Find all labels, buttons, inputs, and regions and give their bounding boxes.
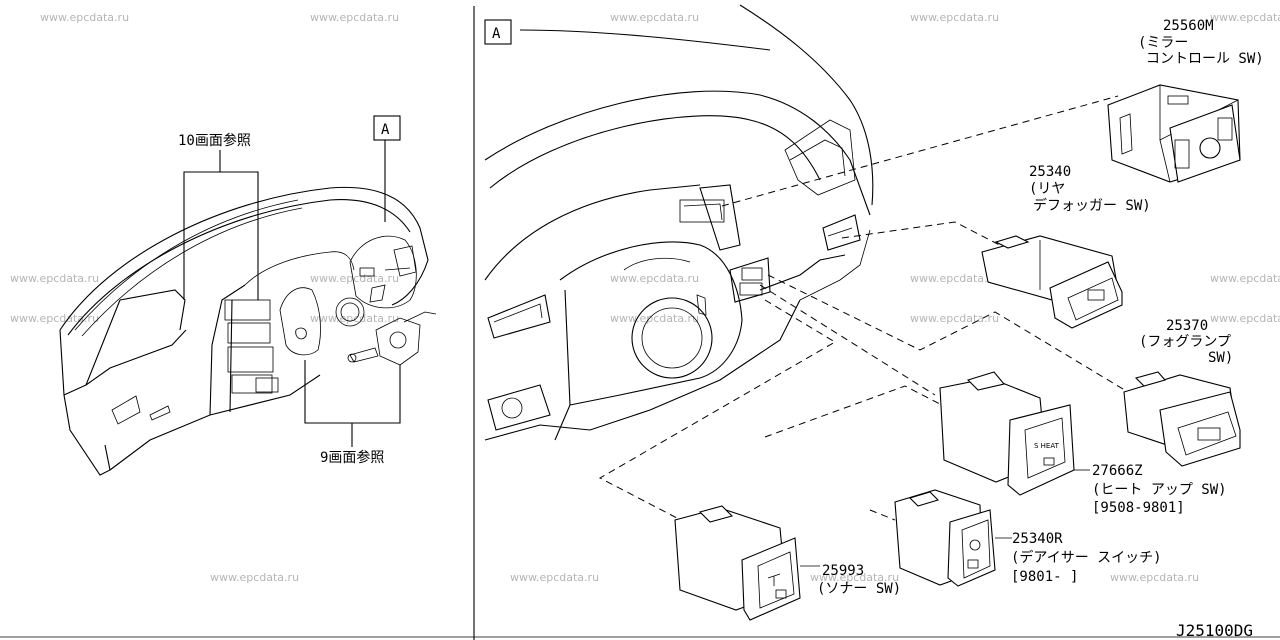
part-code-rear-defogger: 25340: [1029, 164, 1071, 180]
watermark: www.epcdata.ru: [610, 312, 699, 325]
part-desc-mirror-control-2: コントロール SW): [1146, 51, 1264, 67]
part-desc-sonar: (ソナー SW): [817, 581, 901, 597]
part-desc-rear-defogger-2: デフォッガー SW): [1033, 197, 1151, 214]
watermark: www.epcdata.ru: [310, 312, 399, 325]
watermark: www.epcdata.ru: [40, 11, 129, 24]
detail-marker-right: A: [492, 26, 501, 42]
detail-marker-left: A: [381, 122, 390, 138]
part-sonar-switch: [674, 505, 801, 621]
watermark: www.epcdata.ru: [910, 272, 999, 285]
watermark-layer: www.epcdata.ru www.epcdata.ru www.epcdat…: [10, 11, 1280, 584]
part-desc-heat-up-1: (ヒート アップ SW): [1092, 482, 1227, 498]
part-desc-mirror-control-1: (ミラー: [1138, 35, 1188, 51]
watermark: www.epcdata.ru: [510, 571, 599, 584]
watermark: www.epcdata.ru: [1210, 272, 1280, 285]
watermark: www.epcdata.ru: [210, 571, 299, 584]
watermark: www.epcdata.ru: [10, 312, 99, 325]
watermark: www.epcdata.ru: [910, 312, 999, 325]
watermark: www.epcdata.ru: [1210, 312, 1280, 325]
part-heat-up-switch: S HEAT: [939, 371, 1075, 496]
part-desc-deicer-2: [9801- ]: [1011, 569, 1078, 585]
part-desc-heat-up-2: [9508-9801]: [1092, 500, 1185, 516]
part-fog-lamp-switch: [1123, 371, 1241, 467]
watermark: www.epcdata.ru: [610, 272, 699, 285]
watermark: www.epcdata.ru: [910, 11, 999, 24]
detail-dashboard-drawing: [484, 4, 874, 441]
diagram-code: J25100DG: [1176, 621, 1253, 640]
part-code-sonar: 25993: [822, 563, 864, 579]
part-desc-fog-lamp-2: SW): [1208, 350, 1233, 366]
dashboard-overview-drawing: [59, 115, 437, 476]
label-leaders: [800, 469, 1090, 567]
ref-label-bottom: 9画面参照: [320, 449, 384, 466]
ref-label-top: 10画面参照: [178, 132, 251, 149]
watermark: www.epcdata.ru: [610, 11, 699, 24]
watermark: www.epcdata.ru: [1210, 11, 1280, 24]
part-code-deicer: 25340R: [1012, 531, 1063, 547]
watermark: www.epcdata.ru: [10, 272, 99, 285]
part-mirror-control-switch: [1107, 84, 1241, 183]
detail-marker-box: [484, 19, 512, 45]
watermark: www.epcdata.ru: [1110, 571, 1199, 584]
part-desc-deicer-1: (デアイサー スイッチ): [1011, 549, 1162, 566]
watermark: www.epcdata.ru: [310, 272, 399, 285]
part-code-fog-lamp: 25370: [1166, 318, 1208, 334]
part-code-heat-up: 27666Z: [1092, 463, 1143, 479]
heat-button-glyph: S HEAT: [1034, 442, 1060, 450]
watermark: www.epcdata.ru: [810, 571, 899, 584]
part-desc-rear-defogger-1: (リヤ: [1029, 181, 1065, 197]
part-deicer-switch: [894, 489, 996, 587]
part-code-mirror-control: 25560M: [1163, 18, 1214, 34]
part-desc-fog-lamp-1: (フォグランプ: [1139, 334, 1231, 350]
watermark: www.epcdata.ru: [310, 11, 399, 24]
part-rear-defogger-switch: [981, 235, 1123, 329]
